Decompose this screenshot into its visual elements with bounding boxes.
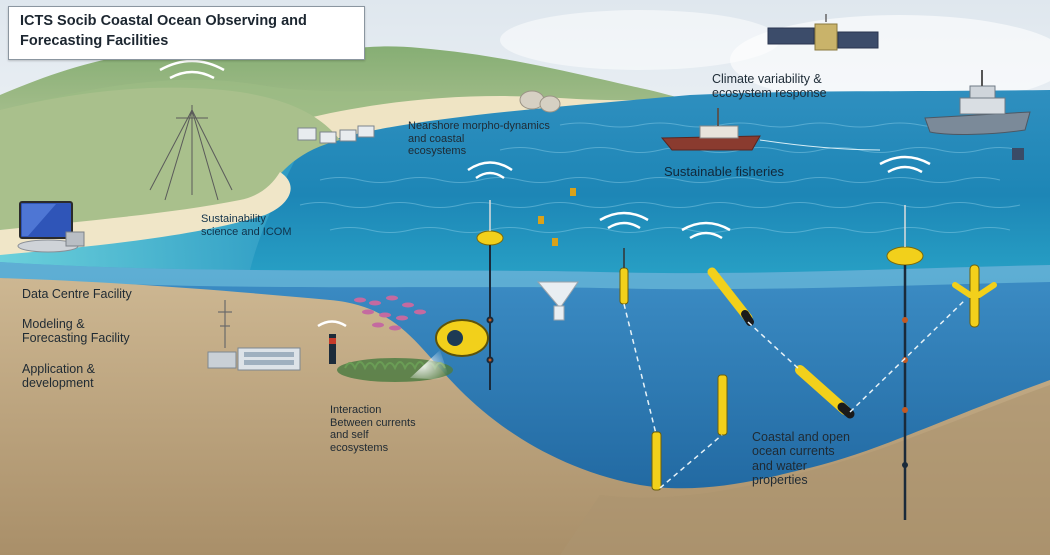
label-climate-line2: ecosystem response	[712, 86, 827, 101]
label-coastal-open-line1: Coastal and open	[752, 430, 850, 444]
label-climate-line1: Climate variability &	[712, 72, 822, 86]
label-sustainability-line2: science and ICOM	[201, 225, 292, 238]
glider-icon	[707, 267, 754, 326]
computer-monitor-icon	[17, 201, 85, 253]
hf-radar-icon	[297, 125, 375, 144]
signal-waves-icon	[599, 211, 649, 230]
label-nearshore-line3: ecosystems	[408, 145, 467, 158]
label-data-centre-line1: Data Centre Facility	[22, 287, 132, 301]
label-coastal-open-line2: ocean currents	[752, 444, 835, 459]
antenna-tower-icon	[218, 300, 232, 348]
coastal-buildings	[519, 90, 561, 113]
label-sustainability-line1: Sustainability	[201, 213, 266, 225]
wave-texture	[299, 122, 1021, 233]
label-nearshore-line2: and coastal	[408, 132, 465, 145]
fish-school-icon	[354, 295, 426, 331]
label-modeling-line1: Modeling &	[22, 317, 85, 331]
profiling-float-icon	[651, 374, 728, 491]
profiling-float-icon	[619, 248, 629, 305]
label-climate: Climate variability & ecosystem response	[712, 72, 827, 101]
label-application-line2: development	[22, 376, 94, 391]
cloud	[500, 10, 780, 70]
label-application: Application & development	[22, 362, 95, 391]
glider-icon	[952, 264, 997, 328]
antenna-tower-icon	[149, 105, 233, 201]
surface-buoy-icon	[886, 205, 924, 520]
mooring-line	[486, 316, 494, 364]
label-nearshore: Nearshore morpho-dynamics and coastal ec…	[408, 120, 550, 158]
seabed-shadow	[560, 385, 1050, 555]
sea-surface	[0, 90, 1050, 300]
label-sustainability: Sustainability science and ICOM	[201, 213, 291, 238]
label-data-centre: Data Centre Facility	[22, 287, 132, 301]
label-coastal-open-line4: properties	[752, 473, 808, 488]
label-fisheries: Sustainable fisheries	[664, 164, 784, 180]
page-title-line2: Forecasting Facilities	[20, 33, 169, 49]
profiling-float-icon	[329, 334, 336, 364]
label-interaction-line4: ecosystems	[330, 441, 389, 454]
fishing-boat-icon	[660, 108, 881, 151]
satellite-icon	[767, 14, 879, 51]
label-interaction-line3: and self	[330, 429, 369, 442]
label-fisheries-line1: Sustainable fisheries	[664, 164, 784, 179]
water-surface-edge	[0, 262, 1050, 290]
signal-waves-icon	[317, 320, 347, 328]
label-application-line1: Application &	[22, 362, 95, 376]
signal-waves-icon	[467, 161, 513, 180]
label-coastal-open-line3: and water	[752, 458, 807, 473]
label-modeling-line2: Forecasting Facility	[22, 331, 130, 346]
page-title-line1: ICTS Socib Coastal Ocean Observing and	[20, 13, 307, 29]
trajectory-lines	[623, 299, 966, 489]
label-modeling: Modeling & Forecasting Facility	[22, 317, 130, 346]
label-coastal-open: Coastal and open ocean currents and wate…	[752, 430, 850, 488]
title-box: ICTS Socib Coastal Ocean Observing and F…	[8, 6, 365, 60]
signal-waves-icon	[681, 221, 731, 240]
research-vessel-icon	[924, 70, 1031, 135]
signal-waves-icon	[159, 59, 225, 80]
coastal-land	[0, 87, 340, 231]
glider-icon	[795, 365, 855, 419]
label-interaction-line2: Between currents	[330, 416, 416, 429]
data-centre-building-icon	[207, 347, 301, 371]
small-buoys	[538, 188, 576, 246]
label-interaction: Interaction Between currents and self ec…	[330, 404, 416, 455]
label-nearshore-line1: Nearshore morpho-dynamics	[408, 120, 550, 132]
sediment-trap-icon	[536, 281, 579, 321]
label-interaction-line1: Interaction	[330, 404, 382, 416]
signal-waves-icon	[879, 155, 931, 174]
mooring-marker	[1012, 148, 1024, 160]
underwater-camera-icon	[410, 319, 489, 380]
